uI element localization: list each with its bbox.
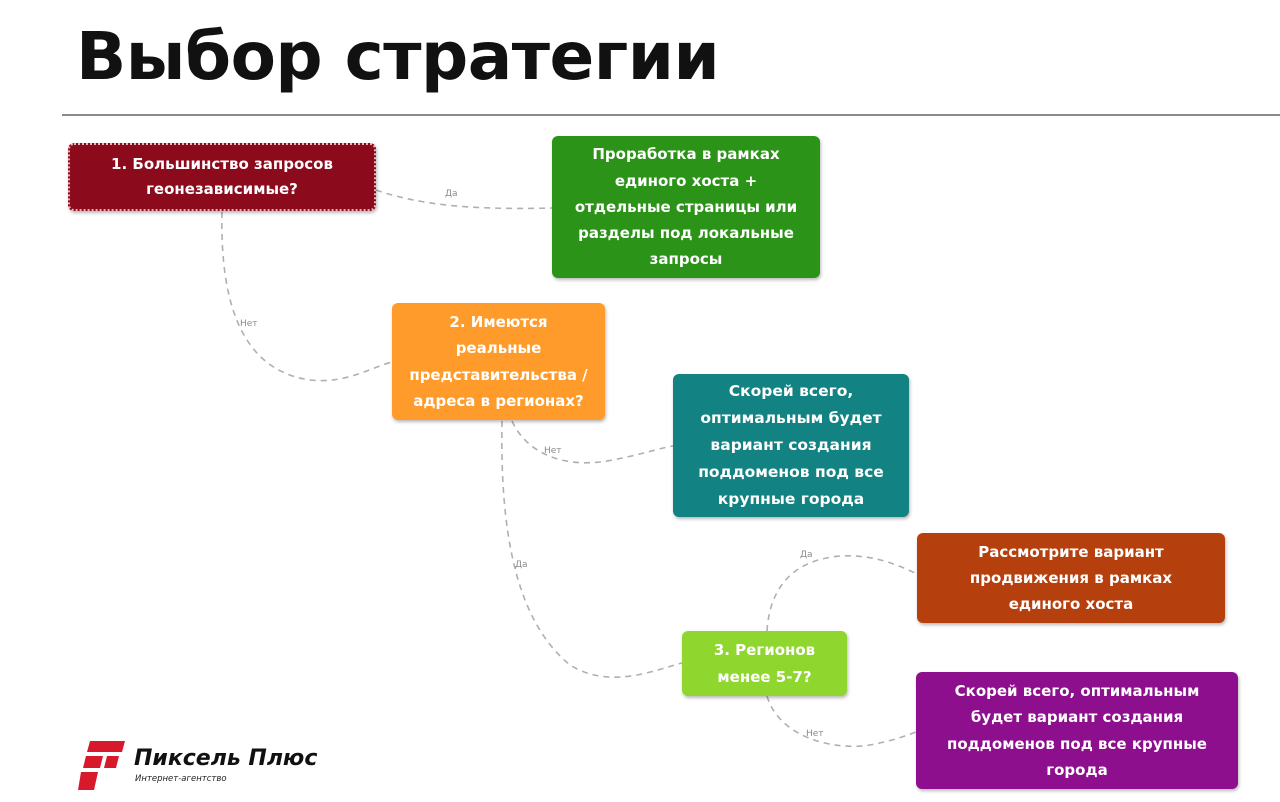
- node-answer-line: города: [1046, 760, 1108, 779]
- node-answer-line: отдельные страницы или: [574, 197, 798, 216]
- edge-q1-a1: [375, 189, 553, 210]
- node-answer-line: крупные города: [717, 490, 865, 509]
- node-answer-line: будет вариант создания: [970, 708, 1184, 727]
- node-question-2-line: представительства /: [409, 365, 588, 384]
- node-question-2: 2. Имеются реальные представительства / …: [392, 303, 605, 420]
- edge-q3-a3: [766, 555, 918, 632]
- edge-label-q2-q3: Да: [515, 560, 528, 570]
- node-answer-line: продвижения в рамках: [969, 568, 1173, 587]
- node-answer-subdomains-cities: Скорей всего, оптимальным будет вариант …: [916, 672, 1238, 789]
- edge-label-q1-a1: Да: [445, 189, 458, 199]
- company-logo: Пиксель Плюс Интернет-агентство: [78, 738, 318, 794]
- node-answer-line: запросы: [649, 250, 723, 269]
- node-question-1-line: 1. Большинство запросов: [111, 154, 333, 173]
- node-question-1: 1. Большинство запросов геонезависимые?: [68, 143, 376, 211]
- node-answer-line: поддоменов под все крупные: [947, 734, 1207, 753]
- edge-label-q3-a4: Нет: [806, 729, 824, 739]
- node-answer-single-host-pages: Проработка в рамках единого хоста + отде…: [552, 136, 820, 278]
- node-answer-line: поддоменов под все: [698, 463, 884, 482]
- node-answer-line: Скорей всего,: [728, 381, 854, 400]
- node-answer-subdomains: Скорей всего, оптимальным будет вариант …: [673, 374, 909, 517]
- edge-q1-q2: [221, 211, 393, 382]
- node-question-2-line: реальные: [455, 339, 542, 358]
- node-answer-line: оптимальным будет: [700, 408, 882, 427]
- node-question-2-line: 2. Имеются: [449, 313, 548, 331]
- title-divider: [62, 114, 1280, 116]
- page-title: Выбор стратегии: [76, 18, 720, 95]
- node-answer-line: единого хоста +: [614, 171, 758, 190]
- edge-label-q1-q2: Нет: [240, 319, 258, 329]
- edge-label-q2-a2: Нет: [544, 446, 562, 456]
- edge-q2-a2: [511, 420, 674, 464]
- node-answer-line: единого хоста: [1008, 595, 1134, 614]
- logo-name: Пиксель Плюс: [134, 746, 318, 771]
- node-answer-line: Скорей всего, оптимальным: [954, 682, 1200, 700]
- edge-q2-q3: [501, 420, 683, 678]
- node-question-1-line: геонезависимые?: [146, 180, 298, 198]
- node-answer-single-host: Рассмотрите вариант продвижения в рамках…: [917, 533, 1225, 623]
- node-question-3-line: менее 5-7?: [717, 667, 812, 686]
- logo-tagline: Интернет-агентство: [135, 774, 227, 784]
- node-answer-line: вариант создания: [710, 435, 872, 454]
- node-answer-line: Рассмотрите вариант: [978, 542, 1164, 561]
- node-answer-line: разделы под локальные: [578, 224, 794, 243]
- node-question-3: 3. Регионов менее 5-7?: [682, 631, 847, 696]
- pixel-plus-logo-icon: [78, 741, 125, 790]
- node-question-2-line: адреса в регионах?: [413, 391, 584, 410]
- edge-label-q3-a3: Да: [800, 550, 813, 560]
- node-answer-line: Проработка в рамках: [592, 145, 780, 164]
- node-question-3-line: 3. Регионов: [713, 641, 816, 660]
- edge-q3-a4: [766, 695, 917, 748]
